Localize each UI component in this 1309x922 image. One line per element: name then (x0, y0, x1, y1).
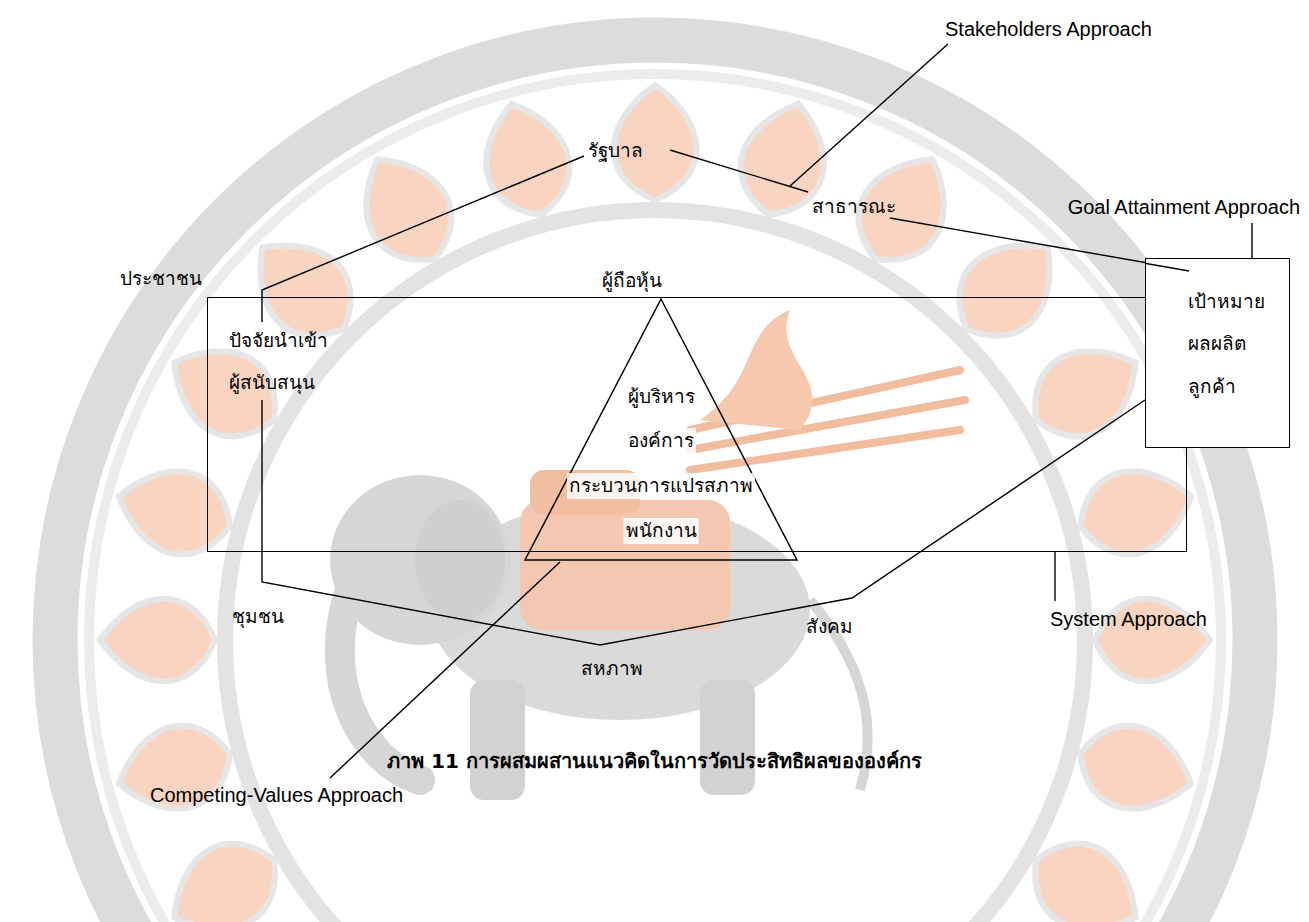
label-holder: Competing-Values Approach (150, 782, 403, 809)
leader-line (890, 218, 1188, 270)
organization-triangle: ผู้บริหารองค์การกระบวนการแปรสภาพพนักงาน (524, 298, 798, 561)
goal-box: เป้าหมายผลผลิตลูกค้า (1145, 258, 1290, 448)
petal (471, 93, 581, 225)
inner-ring (225, 210, 1085, 922)
system-box: ผู้บริหารองค์การกระบวนการแปรสภาพพนักงาน ป… (207, 297, 1187, 552)
label-holder: System Approach (1050, 606, 1207, 633)
node-text: ลูกค้า (1188, 374, 1236, 400)
caption-holder: ภาพ 11 การผสมผสานแนวคิดในการวัดประสิทธิผ… (0, 748, 1309, 775)
stakeholder-label: สหภาพ (581, 657, 643, 679)
leader-line (1054, 552, 1055, 601)
leader-lines (262, 44, 1252, 778)
outer-ring (55, 40, 1255, 922)
stakeholder-label: ชุมชน (232, 605, 284, 627)
leader-line (1146, 264, 1189, 272)
node-text: กระบวนการแปรสภาพ (567, 473, 755, 499)
label-holder: Stakeholders Approach (945, 16, 1152, 43)
connector-line (262, 400, 1145, 645)
leader-line (670, 150, 808, 192)
node-text: ผลผลิต (1188, 331, 1246, 357)
label-holder: รัฐบาล (588, 138, 643, 164)
triangle-shape (525, 299, 797, 560)
figure-caption: ภาพ 11 การผสมผสานแนวคิดในการวัดประสิทธิผ… (387, 749, 922, 773)
label-holder: Goal Attainment Approach (1068, 194, 1300, 221)
approach-label: System Approach (1050, 608, 1207, 630)
node-text: ปัจจัยนำเข้า (229, 328, 328, 354)
ring (89, 74, 1221, 922)
approach-label: Stakeholders Approach (945, 18, 1152, 40)
label-holder: ผู้ถือหุ้น (602, 268, 662, 294)
approach-label: Goal Attainment Approach (1068, 196, 1300, 218)
node-text: องค์การ (626, 428, 696, 454)
spear (690, 430, 960, 470)
stakeholder-label: สาธารณะ (812, 195, 896, 217)
petal (108, 456, 240, 566)
stakeholder-label: รัฐบาล (588, 139, 643, 161)
petal (1069, 714, 1201, 824)
petal (100, 599, 215, 682)
label-holder: สาธารณะ (812, 194, 896, 220)
leader-line (790, 44, 948, 186)
saddle-cloth (520, 500, 730, 630)
label-holder: สังคม (806, 614, 853, 640)
petal (1069, 456, 1201, 566)
watermark (55, 40, 1255, 922)
node-text: ผู้บริหาร (626, 384, 697, 410)
stakeholder-label: ผู้ถือหุ้น (602, 269, 662, 291)
stakeholder-label: สังคม (806, 615, 853, 637)
elephant-leg (470, 680, 525, 800)
label-holder: ชุมชน (232, 604, 284, 630)
stakeholder-label: ประชาชน (120, 267, 202, 289)
node-text: พนักงาน (624, 518, 699, 544)
elephant-leg (700, 680, 755, 795)
leader-line (330, 562, 560, 778)
elephant-ear (415, 500, 505, 620)
flag-flame (700, 310, 813, 430)
elephant (330, 310, 965, 800)
leader-line (1251, 223, 1252, 258)
leader-part (1146, 259, 1206, 279)
approach-label: Competing-Values Approach (150, 784, 403, 806)
label-holder: ประชาชน (120, 266, 202, 292)
leader-line (261, 400, 262, 552)
petal (108, 714, 240, 824)
node-text: ผู้สนับสนุน (229, 370, 315, 396)
node-text: เป้าหมาย (1188, 289, 1265, 315)
label-holder: สหภาพ (581, 656, 643, 682)
